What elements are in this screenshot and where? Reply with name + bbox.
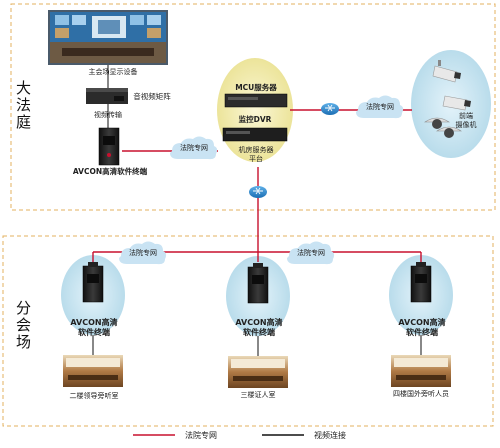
branch-zone-label: 分 会 场 <box>16 300 32 351</box>
branch-zone-border <box>2 235 494 427</box>
branch-terminal-label: 软件终端 <box>406 328 438 337</box>
dome-camera-icon <box>424 117 450 129</box>
video-lines <box>92 62 422 356</box>
court-terminal <box>98 127 120 166</box>
legend-court-network: 法院专网 <box>185 431 217 440</box>
cloud-label: 法院专网 <box>180 144 208 152</box>
av-matrix <box>86 88 128 104</box>
dome-camera-icon <box>436 126 462 138</box>
court-zone-char: 大 <box>16 79 32 97</box>
branch-zone-char: 分 <box>16 299 32 317</box>
cloud-label: 法院专网 <box>366 103 394 111</box>
branch-terminal-label: 软件终端 <box>243 328 275 337</box>
dvr-label: 监控DVR <box>238 115 272 124</box>
network-cloud <box>170 136 218 160</box>
front-camera-label: 前端 <box>459 112 473 120</box>
legend-video-link: 视频连接 <box>314 431 346 440</box>
branch-terminal <box>82 262 104 303</box>
video-transfer-label: 视频传输 <box>94 111 122 119</box>
network-cloud <box>119 241 167 265</box>
server-room-label: 机房服务器 <box>238 146 274 154</box>
dvr-server <box>222 127 288 142</box>
room-label: 三楼证人室 <box>240 391 276 399</box>
router-icon <box>321 103 339 115</box>
cloud-label: 法院专网 <box>297 249 325 257</box>
branch-zone-char: 会 <box>16 316 32 334</box>
court-zone-label: 大 法 庭 <box>16 80 32 131</box>
court-zone-char: 庭 <box>16 113 32 131</box>
mcu-label: MCU服务器 <box>235 83 277 92</box>
front-camera-label: 摄像机 <box>455 121 477 129</box>
camera-icon <box>442 95 471 111</box>
court-zone-border <box>10 3 496 211</box>
room-photo <box>228 356 288 388</box>
room-photo <box>63 355 123 387</box>
branch-terminal-label: AVCON高清 <box>235 318 283 327</box>
server-room-label: 平台 <box>249 155 263 163</box>
network-cloud <box>356 95 404 119</box>
branch-terminal-label: 软件终端 <box>78 328 110 337</box>
room-photo <box>391 355 451 387</box>
branch-terminal-label: AVCON高清 <box>398 318 446 327</box>
branch-terminal <box>410 262 432 303</box>
router-icon <box>249 186 267 198</box>
room-label: 二楼领导旁听室 <box>69 392 119 400</box>
room-label: 四楼国外旁听人员 <box>393 390 449 398</box>
av-matrix-label: 音视频矩阵 <box>133 92 171 101</box>
main-display-label: 主会场显示设备 <box>88 68 138 76</box>
cloud-label: 法院专网 <box>129 249 157 257</box>
network-cloud <box>287 241 335 265</box>
mcu-server <box>224 93 288 108</box>
court-terminal-label: AVCON高清软件终端 <box>72 167 148 176</box>
camera-icon <box>432 60 461 83</box>
branch-terminal-label: AVCON高清 <box>70 318 118 327</box>
main-display <box>48 10 168 65</box>
branch-zone-char: 场 <box>16 333 32 351</box>
branch-terminal <box>247 263 269 304</box>
court-zone-char: 法 <box>16 96 32 114</box>
